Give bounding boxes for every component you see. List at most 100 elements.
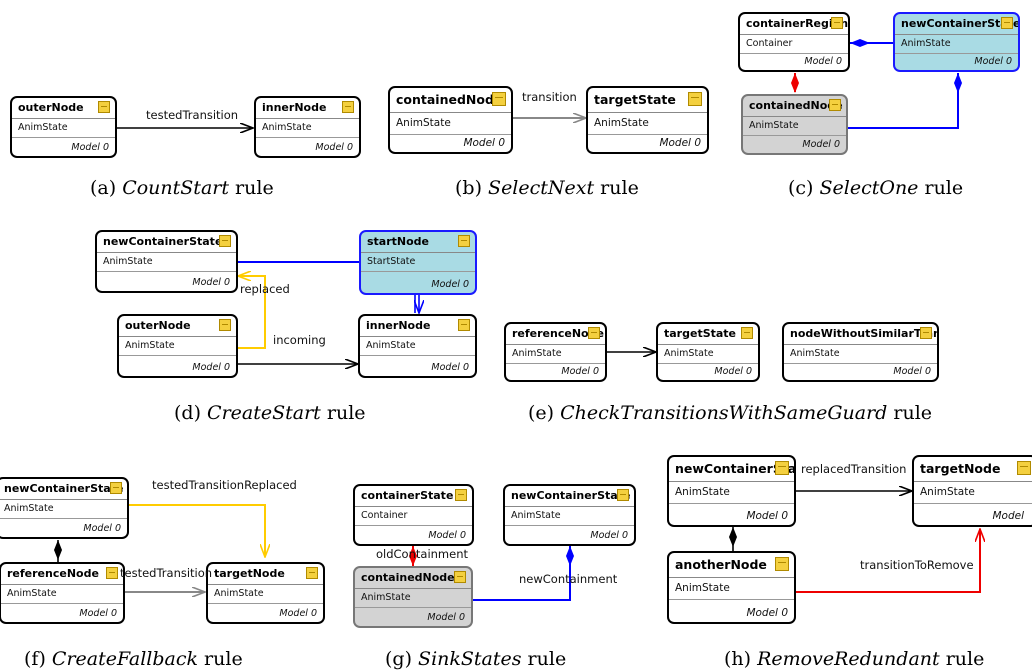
node-name: nodeWithoutSimilarTransition bbox=[790, 327, 937, 340]
caption-c: (c) SelectOne rule bbox=[788, 177, 963, 199]
node-header bbox=[0, 479, 127, 500]
node-e-nodewithoutsimilartransition[interactable]: nodeWithoutSimilarTransition AnimState M… bbox=[782, 322, 939, 382]
node-h-anothernode[interactable]: anotherNode AnimState Model 0 bbox=[667, 551, 796, 624]
node-divider bbox=[588, 134, 707, 135]
node-f-targetnode[interactable]: targetNode AnimState Model 0 bbox=[206, 562, 325, 624]
node-d-newcontainerstate[interactable]: newContainerState AnimState Model 0 bbox=[95, 230, 238, 293]
node-header bbox=[506, 324, 605, 345]
node-model: Model bbox=[992, 510, 1024, 522]
node-g-newcontainerstate[interactable]: newContainerState AnimState Model 0 bbox=[503, 484, 636, 546]
node-model: Model 0 bbox=[746, 607, 788, 619]
node-divider bbox=[12, 137, 115, 138]
node-a-outernode[interactable]: outerNode AnimState Model 0 bbox=[10, 96, 117, 158]
node-name: anotherNode bbox=[675, 557, 767, 572]
node-type: Container bbox=[361, 510, 408, 521]
node-g-containerstate[interactable]: containerState Container Model 0 bbox=[353, 484, 474, 546]
node-a-innernode[interactable]: innerNode AnimState Model 0 bbox=[254, 96, 361, 158]
node-h-targetnode[interactable]: targetNode AnimState Model bbox=[912, 455, 1032, 527]
caption-rule-name: SinkStates bbox=[418, 648, 522, 670]
class-icon bbox=[1017, 461, 1031, 475]
class-icon bbox=[741, 327, 753, 339]
node-d-startnode[interactable]: startNode StartState Model 0 bbox=[359, 230, 477, 295]
class-icon bbox=[458, 235, 470, 247]
node-divider bbox=[355, 607, 471, 608]
node-name: outerNode bbox=[125, 319, 191, 332]
node-type: AnimState bbox=[7, 588, 57, 599]
node-header bbox=[895, 14, 1018, 35]
caption-prefix: (b) bbox=[455, 177, 482, 199]
class-icon bbox=[106, 567, 118, 579]
class-icon bbox=[454, 571, 466, 583]
caption-prefix: (e) bbox=[528, 402, 555, 424]
caption-prefix: (h) bbox=[724, 648, 752, 670]
node-d-innernode[interactable]: innerNode AnimState Model 0 bbox=[358, 314, 477, 378]
node-f-newcontainerstate[interactable]: newContainerState AnimState Model 0 bbox=[0, 477, 129, 539]
node-divider bbox=[506, 363, 605, 364]
node-b-targetstate[interactable]: targetState AnimState Model 0 bbox=[586, 86, 709, 154]
class-icon bbox=[688, 92, 702, 106]
node-name: targetNode bbox=[920, 461, 1001, 476]
node-name: newContainerState bbox=[511, 489, 631, 502]
node-name: targetState bbox=[664, 327, 737, 340]
edge-d-replaced bbox=[238, 276, 266, 349]
edge-label-h-replaced: replacedTransition bbox=[801, 462, 907, 476]
node-name: containedNode bbox=[396, 92, 503, 107]
node-name: newContainerState bbox=[4, 482, 124, 495]
caption-suffix: rule bbox=[235, 177, 274, 199]
node-h-newcontainerstate[interactable]: newContainerState AnimState Model 0 bbox=[667, 455, 796, 527]
node-name: targetState bbox=[594, 92, 676, 107]
caption-prefix: (d) bbox=[174, 402, 201, 424]
node-divider bbox=[914, 503, 1032, 504]
node-type: AnimState bbox=[214, 588, 264, 599]
node-type: AnimState bbox=[920, 486, 975, 498]
node-name: containedNode bbox=[361, 571, 455, 584]
node-divider bbox=[743, 135, 846, 136]
node-e-referencenode[interactable]: referenceNode AnimState Model 0 bbox=[504, 322, 607, 382]
node-name: containedNode bbox=[749, 99, 843, 112]
node-header bbox=[658, 324, 758, 345]
node-c-containerregion[interactable]: containerRegion Container Model 0 bbox=[738, 12, 850, 72]
node-header bbox=[97, 232, 236, 253]
caption-e: (e) CheckTransitionsWithSameGuard rule bbox=[528, 402, 932, 424]
node-model: Model 0 bbox=[804, 56, 842, 67]
node-header bbox=[740, 14, 848, 35]
node-header bbox=[669, 553, 794, 578]
node-model: Model 0 bbox=[279, 608, 317, 619]
node-name: newContainerState bbox=[901, 17, 1020, 30]
node-divider bbox=[119, 355, 236, 356]
node-model: Model 0 bbox=[659, 137, 701, 149]
node-divider bbox=[0, 518, 127, 519]
node-c-containednode[interactable]: containedNode AnimState Model 0 bbox=[741, 94, 848, 155]
caption-suffix: rule bbox=[527, 648, 567, 670]
edge-c-newcont-contained bbox=[848, 73, 962, 129]
caption-f: (f) CreateFallback rule bbox=[24, 648, 243, 670]
node-divider bbox=[505, 525, 634, 526]
node-name: startNode bbox=[367, 235, 430, 248]
class-icon bbox=[342, 101, 354, 113]
node-model: Model 0 bbox=[463, 137, 505, 149]
node-header bbox=[355, 486, 472, 507]
node-header bbox=[784, 324, 937, 345]
node-e-targetstate[interactable]: targetState AnimState Model 0 bbox=[656, 322, 760, 382]
node-f-referencenode[interactable]: referenceNode AnimState Model 0 bbox=[0, 562, 125, 624]
class-icon bbox=[219, 319, 231, 331]
node-type: AnimState bbox=[366, 340, 416, 351]
edge-h-remove bbox=[796, 529, 980, 593]
node-name: innerNode bbox=[366, 319, 431, 332]
caption-rule-name: CreateStart bbox=[207, 402, 321, 424]
node-d-outernode[interactable]: outerNode AnimState Model 0 bbox=[117, 314, 238, 378]
caption-rule-name: RemoveRedundant bbox=[757, 648, 940, 670]
class-icon bbox=[110, 482, 122, 494]
node-header bbox=[256, 98, 359, 119]
node-header bbox=[208, 564, 323, 585]
node-header bbox=[743, 96, 846, 117]
node-c-newcontainerstate[interactable]: newContainerState AnimState Model 0 bbox=[893, 12, 1020, 72]
node-b-containednode[interactable]: containedNode AnimState Model 0 bbox=[388, 86, 513, 154]
class-icon bbox=[588, 327, 600, 339]
caption-prefix: (a) bbox=[90, 177, 117, 199]
node-divider bbox=[355, 525, 472, 526]
caption-prefix: (f) bbox=[24, 648, 46, 670]
node-g-containednode[interactable]: containedNode AnimState Model 0 bbox=[353, 566, 473, 628]
node-model: Model 0 bbox=[192, 362, 230, 373]
node-type: AnimState bbox=[511, 510, 561, 521]
